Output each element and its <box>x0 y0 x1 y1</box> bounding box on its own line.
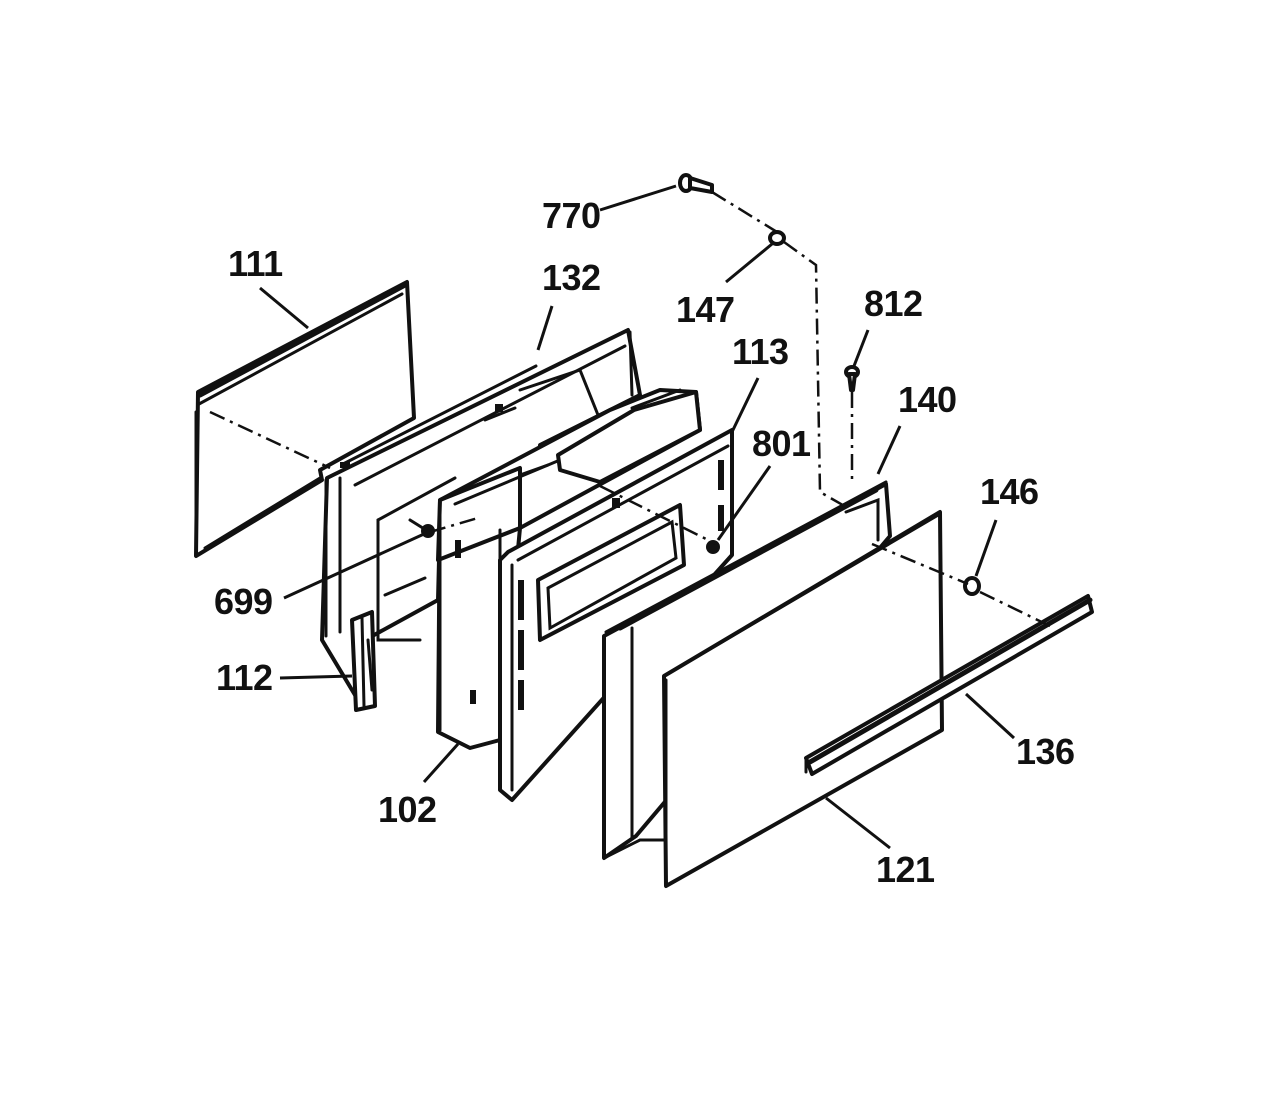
label-111: 111 <box>228 243 283 284</box>
assembly-lines <box>209 190 1051 628</box>
label-801: 801 <box>752 423 811 464</box>
label-146: 146 <box>980 471 1039 512</box>
label-140: 140 <box>898 379 957 420</box>
label-102: 102 <box>378 789 437 830</box>
part-132-insulation-frame <box>320 328 642 702</box>
part-801-screw <box>706 540 720 554</box>
part-112-hinge-bracket <box>350 610 377 712</box>
label-113: 113 <box>732 331 789 372</box>
part-770-screw <box>678 173 714 194</box>
label-121: 121 <box>876 849 935 890</box>
part-111-rear-glass-panel <box>194 280 416 558</box>
part-146-washer <box>963 576 981 596</box>
part-147-washer <box>768 230 786 246</box>
part-113-inner-door-panel <box>498 428 734 802</box>
label-136: 136 <box>1016 731 1075 772</box>
part-699-screw <box>408 518 435 538</box>
part-136-door-handle <box>804 594 1094 776</box>
label-699: 699 <box>214 581 273 622</box>
label-812: 812 <box>864 283 923 324</box>
leader-lines <box>259 184 1016 850</box>
label-147: 147 <box>676 289 735 330</box>
part-812-screw <box>844 365 860 392</box>
part-121-outer-glass <box>662 510 944 888</box>
label-112: 112 <box>216 657 273 698</box>
label-132: 132 <box>542 257 601 298</box>
label-770: 770 <box>542 195 601 236</box>
